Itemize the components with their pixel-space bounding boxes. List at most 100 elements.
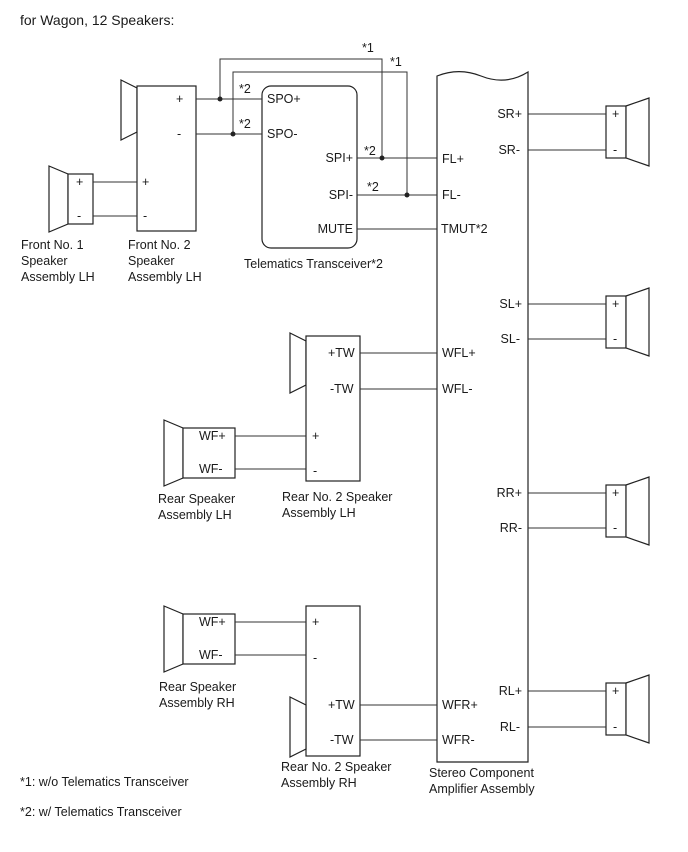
spi-minus-pin: SPI- xyxy=(329,188,353,202)
rear-lh-magnet xyxy=(182,427,236,479)
fl-minus-pin: FL- xyxy=(442,188,461,202)
sr-speaker-plus: + xyxy=(612,107,619,121)
rear-no2-rh-label-2: Assembly RH xyxy=(281,776,357,790)
front-no1-label-3: Assembly LH xyxy=(21,270,95,284)
note-mark-bypass-plus: *1 xyxy=(362,41,374,55)
front-no2-tw-plus: + xyxy=(176,92,183,106)
spo-minus-pin: SPO- xyxy=(267,127,298,141)
rear-no2-rh-box xyxy=(305,605,361,757)
fl-plus-pin: FL+ xyxy=(442,152,464,166)
rear-no2-lh-plus: + xyxy=(312,429,319,443)
sl-speaker-minus: - xyxy=(613,332,617,346)
wfr-minus-pin: WFR- xyxy=(442,733,475,747)
sl-minus-pin: SL- xyxy=(501,332,520,346)
telematics-label: Telematics Transceiver*2 xyxy=(244,257,383,271)
rr-speaker-plus: + xyxy=(612,486,619,500)
rear-rh-label-1: Rear Speaker xyxy=(159,680,236,694)
telematics-transceiver: SPO+ SPO- SPI+ SPI- MUTE xyxy=(261,85,358,249)
rear-lh-label-2: Assembly LH xyxy=(158,508,232,522)
front-no2-label-3: Assembly LH xyxy=(128,270,202,284)
sr-speaker-cone-icon xyxy=(625,97,650,167)
rear-no2-rh-tweeter-icon xyxy=(289,696,307,758)
front-no1-label-2: Speaker xyxy=(21,254,68,268)
rear-rh-wf-plus: WF+ xyxy=(199,615,226,629)
wire-bypass-plus xyxy=(219,58,383,158)
front-no2-minus: - xyxy=(143,209,147,223)
wfr-plus-pin: WFR+ xyxy=(442,698,478,712)
front-no2-tw-minus: - xyxy=(177,127,181,141)
front-no1-minus: - xyxy=(77,209,81,223)
rear-no2-lh-label-1: Rear No. 2 Speaker xyxy=(282,490,392,504)
rear-lh-wf-plus: WF+ xyxy=(199,429,226,443)
rear-no2-rh-label-1: Rear No. 2 Speaker xyxy=(281,760,391,774)
rl-speaker-plus: + xyxy=(612,684,619,698)
rr-speaker-minus: - xyxy=(613,521,617,535)
rear-rh-wf-minus: WF- xyxy=(199,648,223,662)
rr-speaker-cone-icon xyxy=(625,476,650,546)
note-mark-spo-plus: *2 xyxy=(239,82,251,96)
rear-rh-cone-icon xyxy=(163,605,184,673)
wire-bypass-minus xyxy=(232,71,408,195)
front-no1-plus: + xyxy=(76,175,83,189)
rear-no2-lh-tweeter-icon xyxy=(289,332,307,394)
rr-minus-pin: RR- xyxy=(500,521,522,535)
junction-dot xyxy=(404,192,410,198)
front-no2-plus: + xyxy=(142,175,149,189)
sr-minus-pin: SR- xyxy=(498,143,520,157)
rl-minus-pin: RL- xyxy=(500,720,520,734)
rear-no2-lh-tw-minus: -TW xyxy=(330,382,354,396)
wfl-plus-pin: WFL+ xyxy=(442,346,476,360)
note-mark-spi-plus: *2 xyxy=(364,144,376,158)
wfl-minus-pin: WFL- xyxy=(442,382,473,396)
spo-plus-pin: SPO+ xyxy=(267,92,301,106)
note-mark-bypass-minus: *1 xyxy=(390,55,402,69)
junction-dot xyxy=(230,131,236,137)
amplifier-box xyxy=(436,70,529,763)
note-mark-spo-minus: *2 xyxy=(239,117,251,131)
rear-lh-wf-minus: WF- xyxy=(199,462,223,476)
rear-no2-rh-minus: - xyxy=(313,651,317,665)
front-no2-label-2: Speaker xyxy=(128,254,175,268)
rear-lh-cone-icon xyxy=(163,419,184,487)
sl-plus-pin: SL+ xyxy=(499,297,522,311)
rear-no2-lh-minus: - xyxy=(313,464,317,478)
rl-speaker: + - xyxy=(605,674,650,744)
note-mark-spi-minus: *2 xyxy=(367,180,379,194)
rl-plus-pin: RL+ xyxy=(499,684,522,698)
rear-no2-rh-plus: + xyxy=(312,615,319,629)
diagram-title: for Wagon, 12 Speakers: xyxy=(20,12,174,28)
amplifier-label-2: Amplifier Assembly xyxy=(429,782,535,796)
rear-no2-rh-tw-minus: -TW xyxy=(330,733,354,747)
front-no1-speaker-magnet xyxy=(67,173,94,225)
sl-speaker-plus: + xyxy=(612,297,619,311)
front-no1-speaker-cone-icon xyxy=(48,165,69,233)
front-no2-speaker-box xyxy=(136,85,197,232)
sl-speaker-cone-icon xyxy=(625,287,650,357)
front-no2-tweeter-icon xyxy=(120,79,138,141)
junction-dot xyxy=(217,96,223,102)
rl-speaker-cone-icon xyxy=(625,674,650,744)
tmut-pin: TMUT*2 xyxy=(441,222,488,236)
rear-rh-magnet xyxy=(182,613,236,665)
sr-plus-pin: SR+ xyxy=(497,107,522,121)
amplifier-label-1: Stereo Component xyxy=(429,766,534,780)
rear-no2-lh-box xyxy=(305,335,361,482)
rr-plus-pin: RR+ xyxy=(497,486,522,500)
sl-speaker: + - xyxy=(605,287,650,357)
rear-speaker-lh: WF+ WF- xyxy=(163,419,236,487)
rear-speaker-rh: WF+ WF- xyxy=(163,605,236,673)
front-no1-speaker: + - xyxy=(48,165,94,233)
front-no1-label-1: Front No. 1 xyxy=(21,238,84,252)
mute-pin: MUTE xyxy=(318,222,353,236)
footnote-1: *1: w/o Telematics Transceiver xyxy=(20,775,189,789)
rear-no2-rh-tw-plus: +TW xyxy=(328,698,355,712)
rear-no2-speaker-rh: + - +TW -TW xyxy=(289,605,361,758)
sr-speaker: + - xyxy=(605,97,650,167)
stereo-amplifier: FL+ FL- TMUT*2 WFL+ WFL- WFR+ WFR- SR+ S… xyxy=(436,70,529,763)
rl-speaker-minus: - xyxy=(613,720,617,734)
rr-speaker: + - xyxy=(605,476,650,546)
front-no2-label-1: Front No. 2 xyxy=(128,238,191,252)
sr-speaker-minus: - xyxy=(613,143,617,157)
footnote-2: *2: w/ Telematics Transceiver xyxy=(20,805,182,819)
